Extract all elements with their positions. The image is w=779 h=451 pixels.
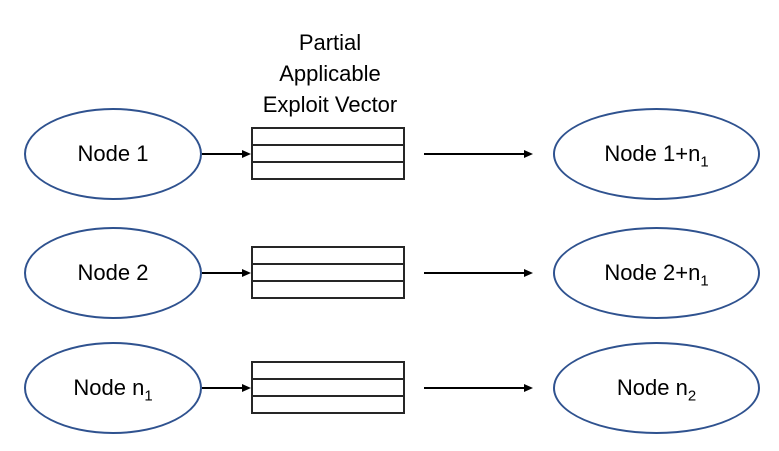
exploit-vector-segment <box>253 363 403 378</box>
diagram-row-3: Node n1 Node n2 <box>0 340 779 436</box>
source-node-ellipse-3: Node n1 <box>24 342 202 434</box>
title-line-2: Applicable <box>279 61 381 86</box>
target-node-ellipse-3: Node n2 <box>553 342 760 434</box>
target-node-label: Node n2 <box>616 375 697 405</box>
source-node-label: Node n1 <box>73 375 153 405</box>
arrow-vector-to-target-icon <box>424 272 524 274</box>
diagram-row-2: Node 2 Node 2+n1 <box>0 225 779 321</box>
exploit-vector-segment <box>253 161 403 178</box>
node-label-subscript: 1 <box>700 272 709 290</box>
exploit-vector-segment <box>253 280 403 297</box>
node-label-subscript: 1 <box>700 153 709 171</box>
target-node-ellipse-1: Node 1+n1 <box>553 108 760 200</box>
node-label-text: Node n <box>616 375 688 400</box>
arrow-source-to-vector-icon <box>202 272 242 274</box>
arrow-vector-to-target-icon <box>424 153 524 155</box>
exploit-vector-segment <box>253 144 403 161</box>
node-label-text: Node 2 <box>77 260 149 285</box>
node-label-subscript: 2 <box>687 387 697 405</box>
exploit-vector-segment <box>253 248 403 263</box>
exploit-vector-segment <box>253 263 403 280</box>
node-label-subscript: 1 <box>144 387 153 405</box>
node-label-text: Node 1 <box>77 141 149 166</box>
target-node-label: Node 1+n1 <box>604 141 709 171</box>
title-line-1: Partial <box>298 30 362 55</box>
exploit-vector-segment <box>253 129 403 144</box>
exploit-vector-stack-2 <box>251 246 405 299</box>
node-label-text: Node 1+n <box>604 141 701 166</box>
node-label-text: Node n <box>73 375 145 400</box>
source-node-label: Node 2 <box>78 260 149 286</box>
exploit-vector-segment <box>253 378 403 395</box>
diagram-row-1: Node 1 Node 1+n1 <box>0 106 779 202</box>
target-node-label: Node 2+n1 <box>604 260 709 290</box>
source-node-label: Node 1 <box>78 141 149 167</box>
node-label-text: Node 2+n <box>604 260 701 285</box>
exploit-vector-segment <box>253 395 403 412</box>
arrow-vector-to-target-icon <box>424 387 524 389</box>
source-node-ellipse-1: Node 1 <box>24 108 202 200</box>
title-line-3: Exploit Vector <box>262 92 398 117</box>
diagram-title: Partial Applicable Exploit Vector <box>230 27 430 120</box>
exploit-vector-stack-1 <box>251 127 405 180</box>
target-node-ellipse-2: Node 2+n1 <box>553 227 760 319</box>
source-node-ellipse-2: Node 2 <box>24 227 202 319</box>
arrow-source-to-vector-icon <box>202 387 242 389</box>
exploit-vector-stack-3 <box>251 361 405 414</box>
arrow-source-to-vector-icon <box>202 153 242 155</box>
